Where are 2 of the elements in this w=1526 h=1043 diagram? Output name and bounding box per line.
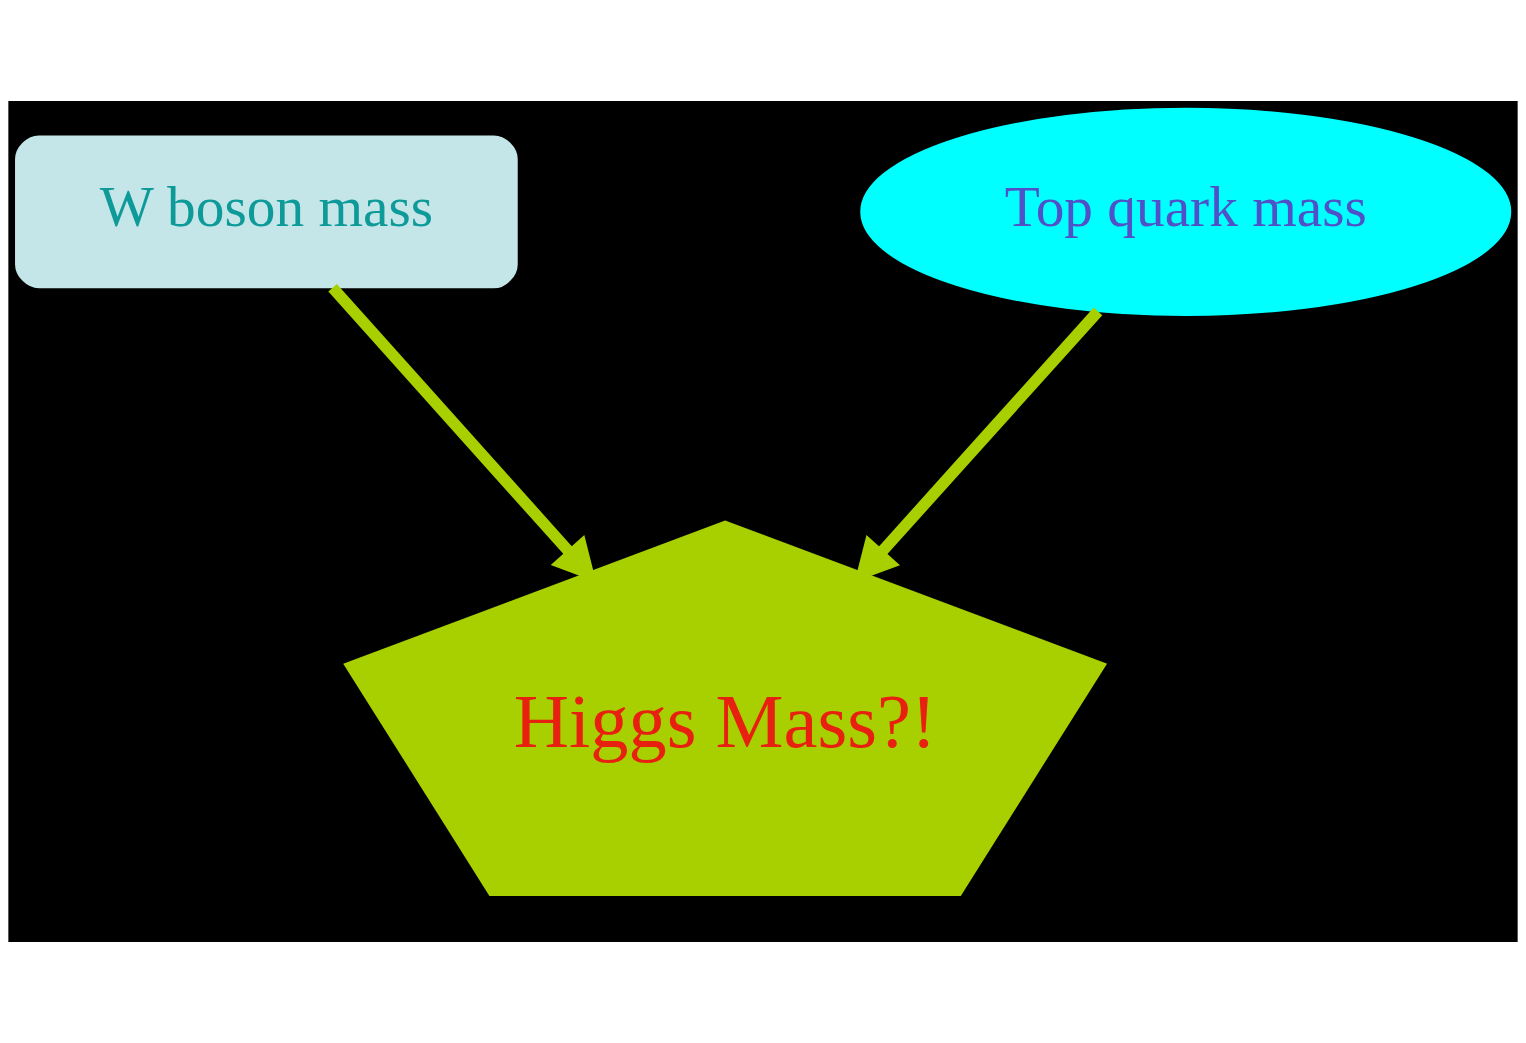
node-box: W boson mass bbox=[15, 135, 518, 289]
node-ellipse: Top quark mass bbox=[860, 107, 1512, 317]
